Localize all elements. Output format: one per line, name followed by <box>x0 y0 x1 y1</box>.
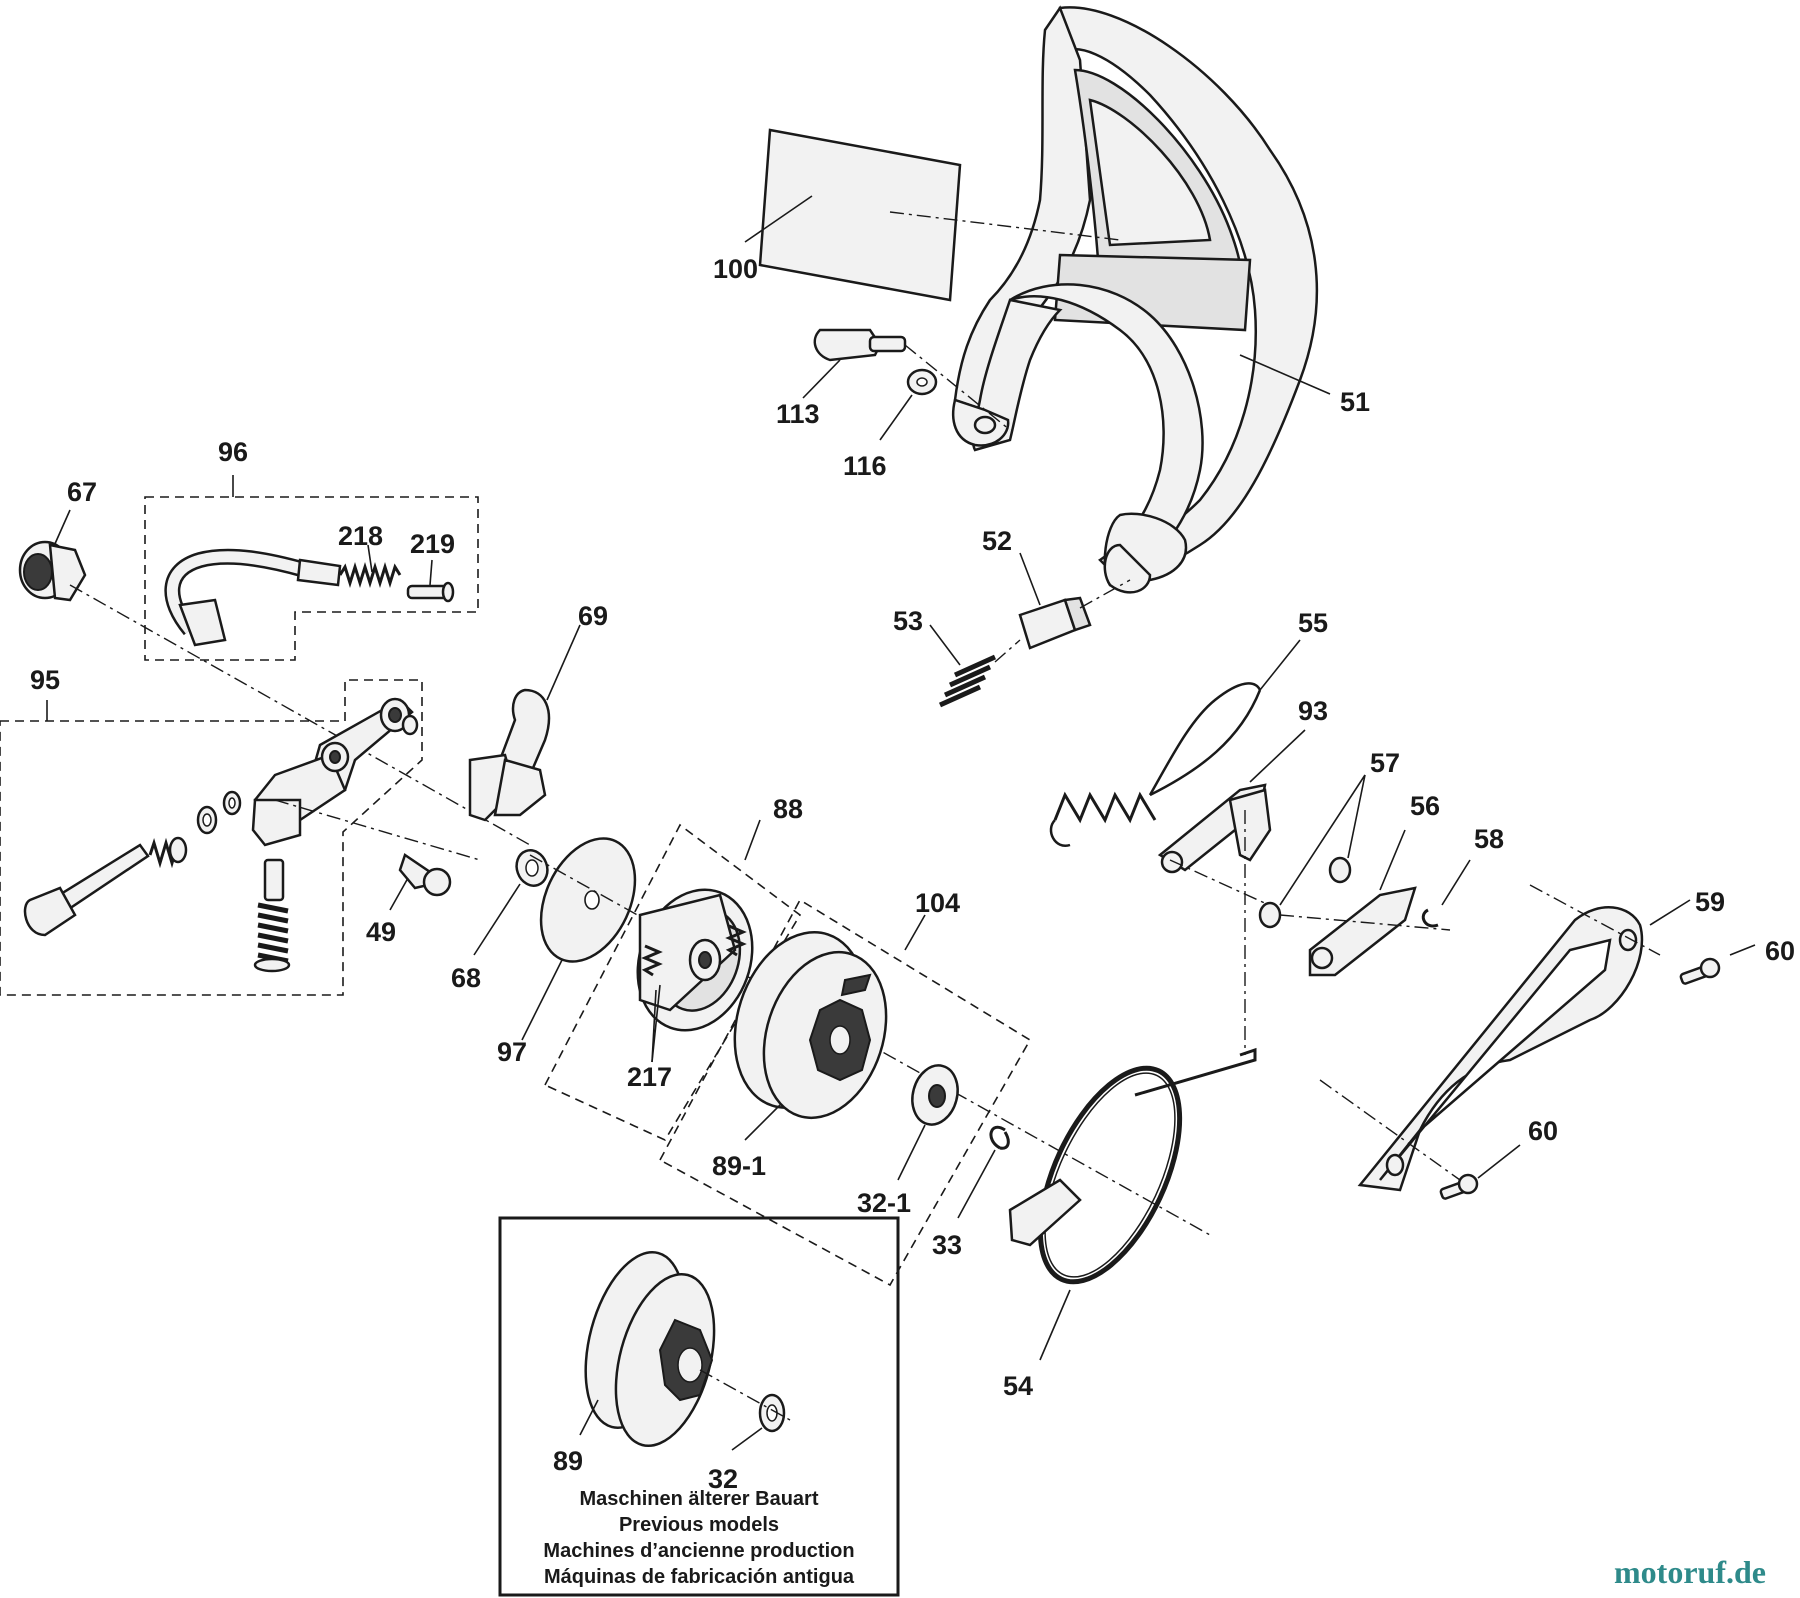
cover-59 <box>1357 899 1691 1192</box>
label-67: 67 <box>67 477 97 507</box>
inset-note: Maschinen älterer Bauart Previous models… <box>543 1488 854 1588</box>
label-217: 217 <box>627 1062 672 1092</box>
label-32-1: 32-1 <box>857 1188 911 1218</box>
label-32: 32 <box>708 1464 738 1494</box>
inset-note-line-2: Previous models <box>619 1514 779 1536</box>
label-95: 95 <box>30 665 60 695</box>
label-49: 49 <box>366 917 396 947</box>
clutch-88 <box>636 888 754 1032</box>
brake-band-54 <box>1008 1047 1257 1361</box>
label-88: 88 <box>773 794 803 824</box>
label-113: 113 <box>776 399 820 429</box>
label-59: 59 <box>1695 887 1725 917</box>
group-96-box <box>144 475 479 661</box>
pump-adjust-screw <box>253 858 291 973</box>
group-95-box <box>0 679 423 996</box>
label-96: 96 <box>218 437 248 467</box>
label-60-top: 60 <box>1765 936 1795 966</box>
label-97: 97 <box>497 1037 527 1067</box>
lever-93 <box>1157 729 1306 874</box>
label-52: 52 <box>982 526 1012 556</box>
inset-previous-models <box>498 1216 900 1597</box>
screw-60b <box>1439 1144 1521 1200</box>
screw-49 <box>389 853 452 911</box>
label-56: 56 <box>1410 791 1440 821</box>
washer-32-1 <box>897 1064 959 1181</box>
screw-60a <box>1679 944 1756 985</box>
watermark: motoruf.de <box>1614 1554 1766 1590</box>
disc-97 <box>521 837 637 1041</box>
label-51: 51 <box>1340 387 1370 417</box>
label-89: 89 <box>553 1446 583 1476</box>
label-60-bottom: 60 <box>1528 1116 1558 1146</box>
washer-68 <box>473 849 549 956</box>
inset-note-line-4: Máquinas de fabricación antigua <box>544 1566 855 1588</box>
label-68: 68 <box>451 963 481 993</box>
label-57: 57 <box>1370 748 1400 778</box>
label-219: 219 <box>410 529 455 559</box>
pin-219 <box>406 559 455 603</box>
label-33: 33 <box>932 1230 962 1260</box>
block-52 <box>1018 552 1092 650</box>
label-55: 55 <box>1298 608 1328 638</box>
clutch-drum-89-1 <box>733 931 888 1141</box>
part-labels: 100 51 113 116 96 67 218 219 52 53 55 69… <box>30 254 1795 1494</box>
watermark-text: motoruf.de <box>1614 1554 1766 1590</box>
oil-pump-95 <box>251 697 419 847</box>
label-93: 93 <box>1298 696 1328 726</box>
part-69 <box>468 624 581 822</box>
link-plate-56 <box>1308 829 1417 977</box>
decal-100 <box>744 128 1121 302</box>
label-89-1: 89-1 <box>712 1151 766 1181</box>
label-58: 58 <box>1474 824 1504 854</box>
label-100: 100 <box>713 254 758 284</box>
spring-53 <box>929 624 1021 708</box>
group-88-box <box>543 819 802 1142</box>
bolt-113 <box>802 328 1011 431</box>
washer-116 <box>879 368 938 441</box>
label-104: 104 <box>915 888 960 918</box>
part-67 <box>18 509 87 602</box>
inset-note-line-1: Maschinen älterer Bauart <box>580 1488 819 1510</box>
circlip-33 <box>957 1125 1010 1219</box>
spring-218 <box>338 561 402 589</box>
bushings-57 <box>1258 774 1366 929</box>
front-handle <box>951 5 1319 594</box>
inset-note-line-3: Machines d’ancienne production <box>543 1540 854 1562</box>
label-218: 218 <box>338 521 383 551</box>
label-54: 54 <box>1003 1371 1033 1401</box>
spring-55 <box>1049 639 1301 848</box>
label-116: 116 <box>843 451 887 481</box>
plunger <box>23 790 242 937</box>
circlip-58 <box>1421 859 1471 928</box>
label-53: 53 <box>893 606 923 636</box>
label-69: 69 <box>578 601 608 631</box>
